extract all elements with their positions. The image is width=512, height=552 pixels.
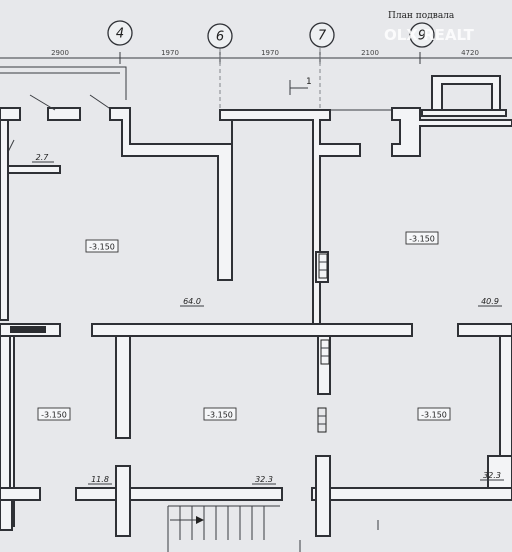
wall [0,335,11,497]
room-area: 32.3 [483,471,501,480]
bottom-marks [299,520,379,552]
watermark: OLX REALT [384,26,475,44]
wall [315,455,331,537]
room-area: 64.0 [183,297,201,306]
wall [0,499,13,531]
dimension-label: 1970 [161,49,179,57]
door-opening [318,253,328,279]
axis-marker [409,22,435,48]
wall [7,165,61,174]
section-mark: 1 [289,77,312,95]
axis-label: 9 [418,29,426,44]
axis-marker [107,20,133,46]
wall [311,487,512,501]
grid-axes: 4 6 7 9 [107,20,435,110]
axis-marker [309,22,335,48]
dimension-label: 1970 [261,49,279,57]
wall [499,335,512,457]
axis-label: 4 [116,27,124,42]
wall [91,323,413,337]
wall [391,107,512,157]
room-area: 11.8 [91,475,109,484]
level-mark: -3.150 [89,243,115,252]
room-area: 2.7 [36,153,50,162]
axis-marker [207,23,233,49]
level-mark: -3.150 [207,411,233,420]
walls [0,75,512,537]
level-marks: -3.150 -3.150 -3.150 -3.150 -3.150 [37,231,451,421]
wall [115,335,131,439]
wall [487,455,512,489]
door-opening [317,407,327,433]
wall [47,107,81,121]
dimension-label: 2900 [51,49,69,57]
wall [109,107,361,337]
door-opening [320,339,330,365]
axis-label: 7 [318,29,327,44]
openings [10,253,330,433]
wall [75,487,283,501]
dimension-chain: 2900 1970 1970 2100 4720 [0,49,512,64]
wall [0,487,41,501]
level-mark: -3.150 [41,411,67,420]
stair-arrow [196,516,204,524]
dimension-label: 2100 [361,49,379,57]
wall [0,119,9,321]
stair [167,505,280,552]
section-mark-label: 1 [306,77,312,87]
room-areas: 2.7 64.0 40.9 11.8 32.3 32.3 [32,153,504,485]
dimension-label: 4720 [461,49,479,57]
axis-label: 6 [216,30,224,45]
wall [421,109,507,117]
wall [457,323,512,337]
wall [317,335,331,395]
wall [115,465,131,537]
level-mark: -3.150 [409,235,435,244]
wall [0,107,21,121]
plan-title: План подвала [388,11,455,21]
room-area: 32.3 [255,475,273,484]
level-mark: -3.150 [421,411,447,420]
room-area: 40.9 [481,297,499,306]
door-opening [10,326,46,333]
